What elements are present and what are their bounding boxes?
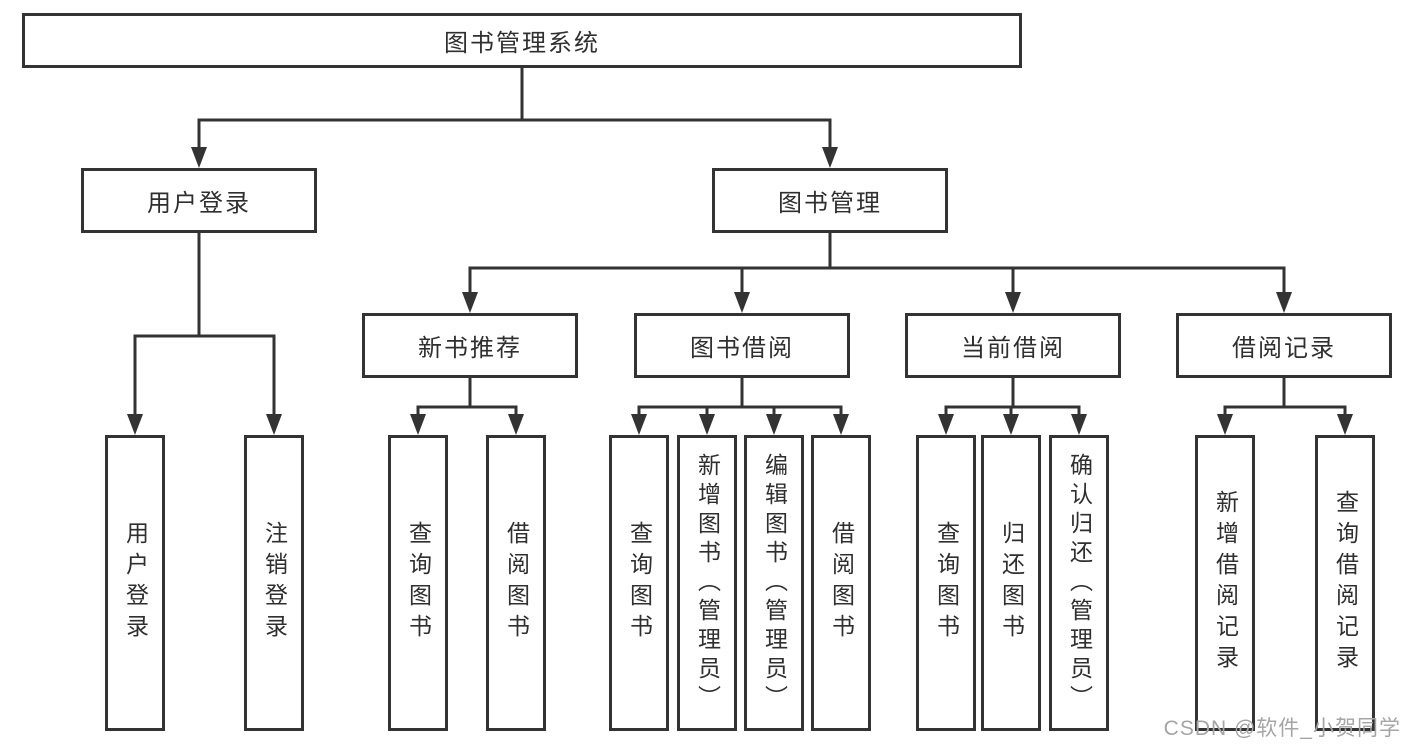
leaf-return-books: 归还图书 — [981, 435, 1041, 731]
leaf-user-login: 用户登录 — [105, 435, 165, 731]
leaf-edit-books-admin-label: 编辑图书（管理员） — [761, 452, 788, 714]
leaf-borrow-books-label: 借阅图书 — [828, 521, 855, 645]
node-book-management: 图书管理 — [712, 168, 948, 233]
leaf-newrec-borrow-books-label: 借阅图书 — [503, 521, 530, 645]
leaf-newrec-borrow-books: 借阅图书 — [486, 435, 546, 731]
csdn-watermark: CSDN @软件_小贺同学 — [1163, 717, 1401, 740]
connector-new-book-branch — [410, 376, 524, 435]
leaf-current-query-books: 查询图书 — [916, 435, 976, 731]
connector-current-borrow-branch — [938, 376, 1087, 435]
leaf-current-query-books-label: 查询图书 — [933, 521, 960, 645]
leaf-add-books-admin-label: 新增图书（管理员） — [694, 452, 721, 714]
node-book-borrow-label: 图书借阅 — [690, 335, 794, 362]
leaf-confirm-return-admin: 确认归还（管理员） — [1049, 435, 1109, 731]
leaf-logout-label: 注销登录 — [261, 521, 288, 645]
leaf-borrow-query-books-label: 查询图书 — [626, 521, 653, 645]
connector-book-mgmt-to-level3 — [462, 231, 1292, 313]
leaf-query-borrow-record-label: 查询借阅记录 — [1332, 490, 1359, 676]
connector-book-borrow-branch — [631, 376, 849, 435]
leaf-user-login-label: 用户登录 — [122, 521, 149, 645]
node-new-book-recommend: 新书推荐 — [362, 313, 578, 378]
node-user-login: 用户登录 — [81, 168, 317, 233]
connector-root-to-level2 — [191, 66, 838, 168]
leaf-logout: 注销登录 — [244, 435, 304, 731]
node-borrow-records-label: 借阅记录 — [1232, 335, 1336, 362]
leaf-edit-books-admin: 编辑图书（管理员） — [744, 435, 804, 731]
node-current-borrow: 当前借阅 — [905, 313, 1121, 378]
leaf-query-borrow-record: 查询借阅记录 — [1315, 435, 1375, 731]
leaf-borrow-query-books: 查询图书 — [609, 435, 669, 731]
leaf-add-borrow-record: 新增借阅记录 — [1195, 435, 1255, 731]
node-book-borrow: 图书借阅 — [634, 313, 850, 378]
leaf-newrec-query-books: 查询图书 — [388, 435, 448, 731]
leaf-add-books-admin: 新增图书（管理员） — [677, 435, 737, 731]
node-borrow-records: 借阅记录 — [1176, 313, 1392, 378]
leaf-confirm-return-admin-label: 确认归还（管理员） — [1066, 452, 1093, 714]
leaf-newrec-query-books-label: 查询图书 — [405, 521, 432, 645]
node-user-login-label: 用户登录 — [147, 190, 251, 217]
node-new-book-recommend-label: 新书推荐 — [418, 335, 522, 362]
node-root-system: 图书管理系统 — [22, 13, 1022, 68]
leaf-return-books-label: 归还图书 — [998, 521, 1025, 645]
leaf-borrow-books: 借阅图书 — [811, 435, 871, 731]
leaf-add-borrow-record-label: 新增借阅记录 — [1212, 490, 1239, 676]
connector-user-login-branch — [127, 231, 282, 435]
node-book-management-label: 图书管理 — [778, 190, 882, 217]
connector-borrow-records-branch — [1217, 376, 1353, 435]
node-root-system-label: 图书管理系统 — [444, 30, 600, 57]
node-current-borrow-label: 当前借阅 — [961, 335, 1065, 362]
